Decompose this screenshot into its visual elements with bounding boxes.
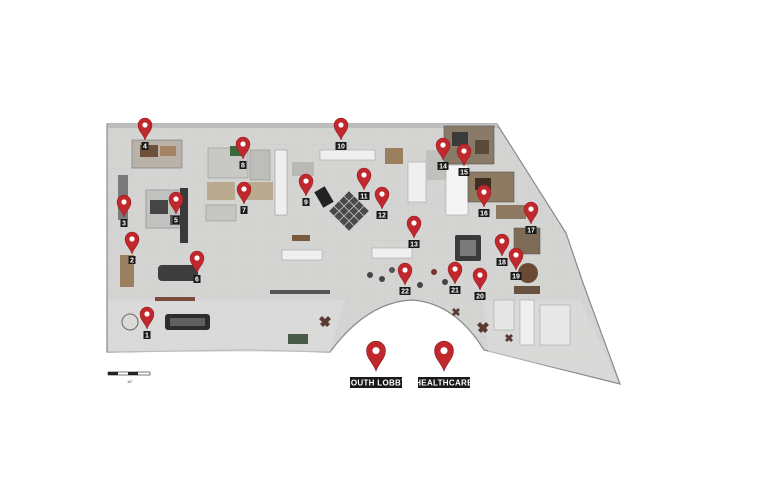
pin-label-bg-9: [302, 198, 310, 206]
map-pin-16[interactable]: [476, 184, 492, 208]
pin-label-bg-3: [120, 219, 128, 227]
entrance-label-healthcare: HEALTHCARE: [415, 379, 473, 388]
pin-label-bg-22: [399, 287, 411, 295]
pin-label-3: 3: [122, 221, 126, 228]
entrance-label-bg-healthcare: [418, 377, 470, 388]
map-pin-11[interactable]: [356, 167, 372, 191]
entrance-pin-healthcare[interactable]: [434, 340, 454, 372]
map-pin-18[interactable]: [494, 233, 510, 257]
map-pin-7[interactable]: [236, 181, 252, 205]
map-pin-15[interactable]: [456, 143, 472, 167]
pin-label-4: 4: [143, 144, 147, 151]
pin-label-bg-6: [193, 275, 201, 283]
pin-label-7: 7: [242, 208, 246, 215]
map-pin-17[interactable]: [523, 201, 539, 225]
map-pin-1[interactable]: [139, 306, 155, 330]
pin-label-bg-19: [510, 272, 522, 280]
pin-label-18: 18: [498, 260, 506, 267]
map-pin-13[interactable]: [406, 215, 422, 239]
pin-label-bg-17: [525, 226, 537, 234]
pin-label-13: 13: [410, 242, 418, 249]
entrance-pin-south-lobby[interactable]: [366, 340, 386, 372]
pin-label-bg-11: [358, 192, 370, 200]
pin-label-21: 21: [451, 288, 459, 295]
pin-label-bg-2: [128, 256, 136, 264]
map-pin-9[interactable]: [298, 173, 314, 197]
map-pin-20[interactable]: [472, 267, 488, 291]
pin-label-bg-7: [240, 206, 248, 214]
entrance-label-south-lobby: SOUTH LOBBY: [345, 379, 407, 388]
pin-label-bg-21: [449, 286, 461, 294]
pin-label-bg-1: [143, 331, 151, 339]
map-pin-8[interactable]: [235, 136, 251, 160]
pin-label-bg-15: [458, 168, 470, 176]
pin-label-11: 11: [360, 194, 368, 201]
pin-label-bg-14: [437, 162, 449, 170]
pin-label-bg-13: [408, 240, 420, 248]
pin-label-9: 9: [304, 200, 308, 207]
pin-label-6: 6: [195, 277, 199, 284]
pin-label-8: 8: [241, 163, 245, 170]
pin-label-12: 12: [378, 213, 386, 220]
map-pin-19[interactable]: [508, 247, 524, 271]
pin-label-1: 1: [145, 333, 149, 340]
map-pin-3[interactable]: [116, 194, 132, 218]
map-pin-6[interactable]: [189, 250, 205, 274]
map-pin-10[interactable]: [333, 117, 349, 141]
map-pin-14[interactable]: [435, 137, 451, 161]
pin-label-17: 17: [527, 228, 535, 235]
map-pin-21[interactable]: [447, 261, 463, 285]
entrance-label-bg-south-lobby: [350, 377, 402, 388]
pin-label-bg-10: [335, 142, 347, 150]
map-pin-4[interactable]: [137, 117, 153, 141]
pin-label-bg-18: [496, 258, 508, 266]
scale-bar: 10': [107, 371, 151, 384]
pin-label-bg-8: [239, 161, 247, 169]
pin-label-14: 14: [439, 164, 447, 171]
pin-label-5: 5: [174, 218, 178, 225]
pin-label-15: 15: [460, 170, 468, 177]
pin-label-bg-16: [478, 209, 490, 217]
pin-label-2: 2: [130, 258, 134, 265]
map-pin-12[interactable]: [374, 186, 390, 210]
entrance-markers: SOUTH LOBBY HEALTHCARE: [345, 340, 473, 388]
pin-label-16: 16: [480, 211, 488, 218]
pin-label-10: 10: [337, 144, 345, 151]
pin-label-bg-5: [172, 216, 180, 224]
scale-label: 10': [127, 379, 132, 384]
map-pin-5[interactable]: [168, 191, 184, 215]
map-pin-2[interactable]: [124, 231, 140, 255]
pin-label-bg-4: [141, 142, 149, 150]
pin-label-19: 19: [512, 274, 520, 281]
pin-label-bg-20: [474, 292, 486, 300]
pin-label-bg-12: [376, 211, 388, 219]
pin-label-22: 22: [401, 289, 409, 296]
map-pin-22[interactable]: [397, 262, 413, 286]
pin-label-20: 20: [476, 294, 484, 301]
